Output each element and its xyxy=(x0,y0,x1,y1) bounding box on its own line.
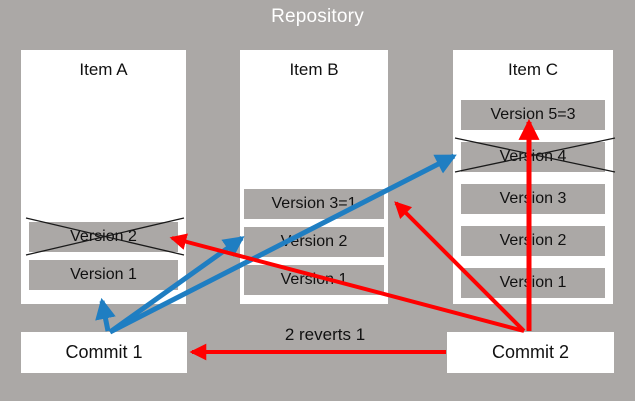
item-b-version-1[interactable]: Version 1 xyxy=(244,265,384,295)
arrow-commit1-to-item-a xyxy=(95,297,116,332)
item-a-version-1[interactable]: Version 1 xyxy=(29,260,178,290)
item-a-title: Item A xyxy=(79,60,128,79)
item-b-version-2[interactable]: Version 2 xyxy=(244,227,384,257)
item-c-version-2[interactable]: Version 2 xyxy=(461,226,605,256)
reverts-edge-label: 2 reverts 1 xyxy=(284,325,366,344)
commit-2-box[interactable]: Commit 2 xyxy=(447,332,614,373)
item-c-version-3[interactable]: Version 3 xyxy=(461,184,605,214)
item-b-box[interactable]: Item B Version 3=1 Version 2 Version 1 xyxy=(240,50,388,304)
item-b-version-3[interactable]: Version 3=1 xyxy=(244,189,384,219)
item-a-version-2[interactable]: Version 2 xyxy=(29,222,178,252)
item-c-title: Item C xyxy=(507,60,559,79)
repository-title: Repository xyxy=(271,6,364,27)
item-a-box[interactable]: Item A Version 2 Version 1 xyxy=(21,50,186,304)
item-c-version-1[interactable]: Version 1 xyxy=(461,268,605,298)
commit-1-box[interactable]: Commit 1 xyxy=(21,332,187,373)
item-c-box[interactable]: Item C Version 5=3 Version 4 Version 3 V… xyxy=(453,50,613,304)
item-c-version-5[interactable]: Version 5=3 xyxy=(461,100,605,130)
item-c-version-4[interactable]: Version 4 xyxy=(461,142,605,172)
item-b-title: Item B xyxy=(289,60,339,79)
